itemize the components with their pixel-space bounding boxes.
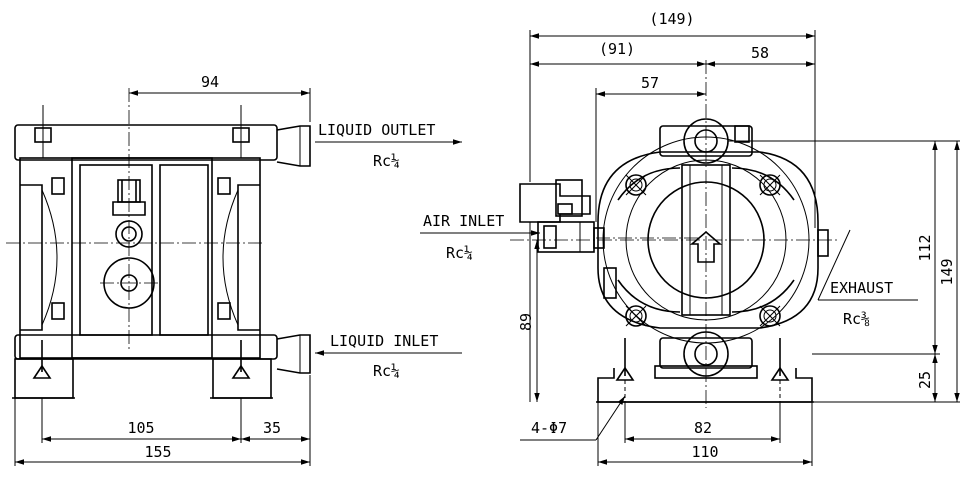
exhaust-label: EXHAUST (830, 279, 893, 297)
dim-82: 82 (694, 419, 712, 437)
front-view: 94 105 35 155 LIQUID OUTLET Rc¼ LIQUID I… (6, 73, 462, 466)
side-view: (149) (91) 58 57 112 149 25 89 82 110 AI… (420, 10, 960, 466)
liquid-inlet-label: LIQUID INLET (330, 332, 438, 350)
corner-bolt (759, 174, 781, 196)
dim-57: 57 (641, 74, 659, 92)
dim-94: 94 (201, 73, 219, 91)
dim-149-width: (149) (649, 10, 694, 28)
dim-35: 35 (263, 419, 281, 437)
corner-bolt (759, 305, 781, 327)
dim-91: (91) (599, 40, 635, 58)
dim-105: 105 (127, 419, 154, 437)
mounting-holes-label: 4-Φ7 (531, 419, 567, 437)
dim-58: 58 (751, 44, 769, 62)
liquid-outlet-size: Rc¼ (373, 152, 400, 170)
dim-149-height: 149 (938, 258, 956, 285)
exhaust-size: Rc⅜ (843, 310, 870, 328)
dim-112: 112 (916, 234, 934, 261)
dim-155: 155 (144, 443, 171, 461)
dim-25: 25 (916, 371, 934, 389)
air-inlet-label: AIR INLET (423, 212, 504, 230)
corner-bolt (625, 174, 647, 196)
liquid-inlet-size: Rc¼ (373, 362, 400, 380)
liquid-outlet-label: LIQUID OUTLET (318, 121, 435, 139)
dim-110: 110 (691, 443, 718, 461)
corner-bolt (625, 305, 647, 327)
air-inlet-size: Rc¼ (446, 244, 473, 262)
dim-89: 89 (517, 313, 535, 331)
